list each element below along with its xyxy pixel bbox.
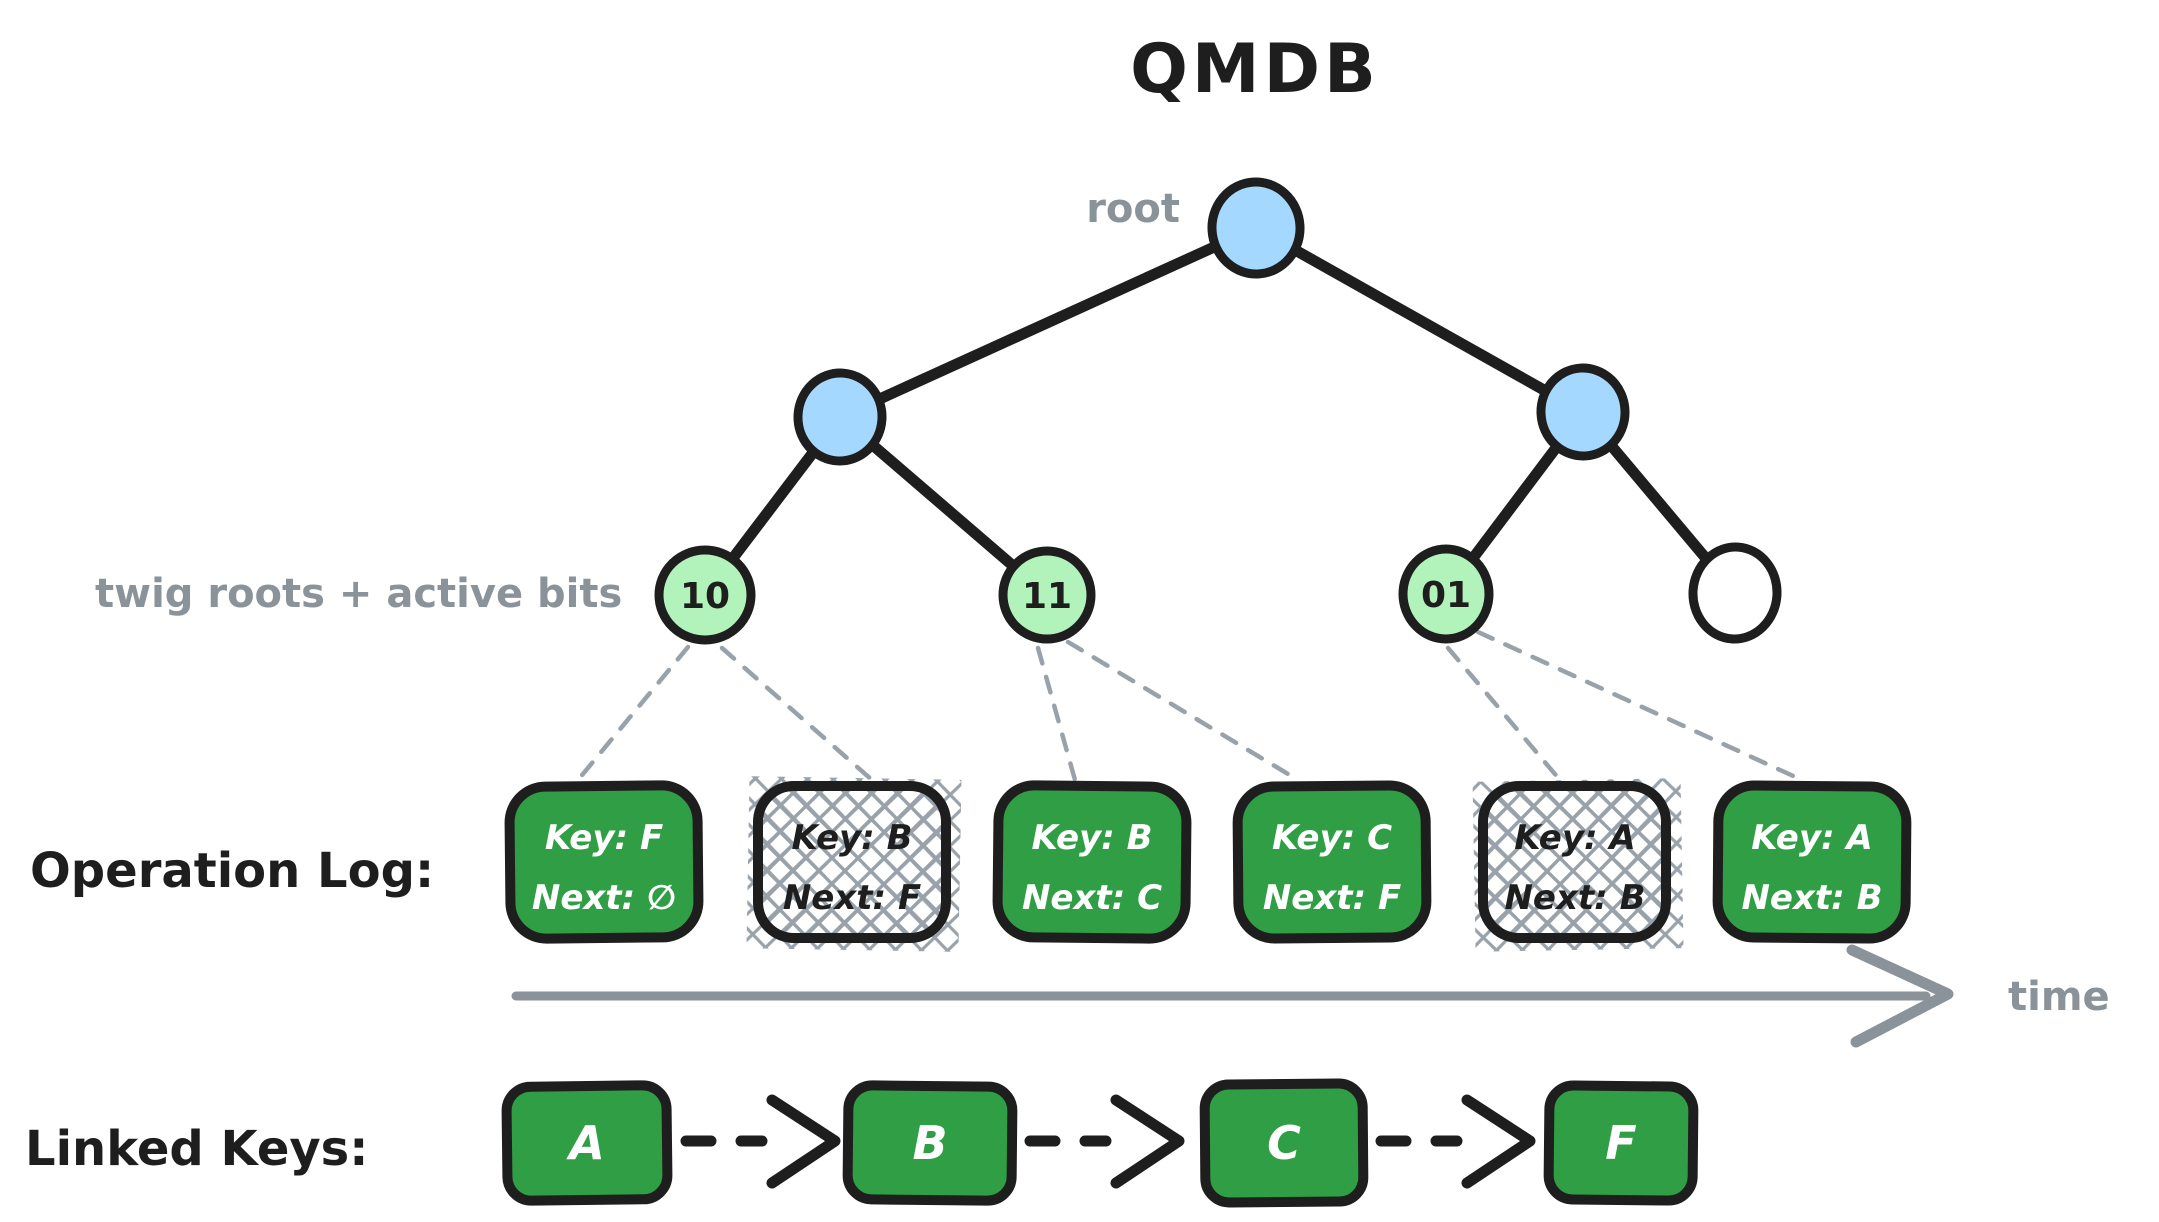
log-entry-box — [1478, 781, 1671, 943]
twig-node-label: 01 — [1421, 575, 1471, 616]
log-entry-2: Key: B Next: C — [992, 780, 1192, 944]
log-entry-next: Next: C — [1022, 878, 1162, 918]
linked-key-box — [1199, 1078, 1369, 1208]
log-entry-4: Key: A Next: B — [1472, 778, 1684, 952]
log-entry-key: Key: C — [1272, 818, 1392, 858]
twig-connector — [575, 644, 691, 783]
twig-connectors — [575, 629, 1805, 783]
log-entry-key: Key: A — [1751, 818, 1872, 858]
linked-key-box — [842, 1080, 1018, 1206]
linked-key-b: B — [842, 1080, 1018, 1206]
operation-log: Key: F Next: ∅ Key: B Next: F Key: B Nex… — [504, 776, 1912, 952]
twig-connector — [719, 645, 875, 783]
log-entry-3: Key: C Next: F — [1232, 780, 1432, 944]
linked-key-a: A — [501, 1080, 673, 1206]
log-entry-next: Next: B — [1504, 878, 1645, 918]
log-entry-0: Key: F Next: ∅ — [504, 780, 704, 944]
log-entry-box — [753, 781, 951, 943]
log-entry-next: Next: F — [1263, 878, 1401, 918]
twig-node-label: 10 — [680, 576, 730, 617]
twig-connector — [1475, 629, 1805, 783]
linked-key-letter: C — [1267, 1116, 1301, 1170]
twig-node-10 — [654, 545, 756, 645]
log-entry-5: Key: A Next: B — [1712, 780, 1912, 944]
log-entry-next: Next: F — [783, 878, 921, 918]
root-node — [1207, 177, 1305, 279]
linked-keys: A B C F — [501, 1078, 1699, 1208]
linked-key-letter: B — [912, 1116, 947, 1170]
tree-edge — [1250, 222, 1589, 418]
linked-key-box — [501, 1080, 673, 1206]
linked-key-c: C — [1199, 1078, 1369, 1208]
twig-roots-label: twig roots + active bits — [95, 571, 622, 617]
linked-key-letter: A — [566, 1116, 605, 1170]
linked-keys-heading: Linked Keys: — [25, 1121, 368, 1177]
linked-arrow — [680, 1094, 841, 1189]
twig-node-label: 11 — [1022, 576, 1072, 617]
time-arrow-head-icon — [1846, 944, 1954, 1048]
linked-arrow — [1375, 1094, 1536, 1189]
log-entry-next: Next: B — [1741, 878, 1882, 918]
linked-arrow-head-icon — [766, 1094, 841, 1189]
linked-arrow — [1024, 1094, 1185, 1189]
time-axis: time — [511, 944, 2110, 1048]
time-label: time — [2008, 974, 2110, 1020]
empty-leaf-node — [1688, 542, 1782, 644]
linked-key-f: F — [1543, 1080, 1699, 1206]
log-entry-key: Key: B — [1031, 818, 1152, 858]
log-entry-next: Next: ∅ — [532, 878, 676, 918]
log-entry-box — [1712, 780, 1912, 944]
log-entry-key: Key: F — [545, 818, 663, 858]
linked-key-letter: F — [1605, 1116, 1636, 1170]
log-entry-box — [1232, 780, 1432, 944]
log-entry-key: Key: B — [791, 818, 912, 858]
twig-node-01 — [1398, 544, 1494, 644]
internal-node-right — [1536, 363, 1630, 461]
linked-arrow-head-icon — [1110, 1094, 1185, 1189]
linked-arrow-head-icon — [1461, 1094, 1536, 1189]
tree-nodes: 10 11 01 — [654, 177, 1782, 645]
log-entry-1: Key: B Next: F — [746, 776, 962, 952]
page-title: QMDB — [1130, 30, 1380, 109]
twig-connector — [1065, 639, 1301, 783]
operation-log-heading: Operation Log: — [30, 843, 434, 899]
tree-edge — [834, 222, 1262, 423]
linked-key-box — [1543, 1080, 1699, 1206]
log-entry-box — [992, 780, 1192, 944]
log-entry-key: Key: A — [1514, 818, 1635, 858]
twig-connector — [1035, 645, 1078, 783]
log-entry-box — [504, 780, 704, 944]
internal-node-left — [793, 368, 887, 466]
root-label: root — [1086, 186, 1180, 232]
twig-connector — [1445, 645, 1563, 783]
twig-node-11 — [998, 546, 1096, 644]
